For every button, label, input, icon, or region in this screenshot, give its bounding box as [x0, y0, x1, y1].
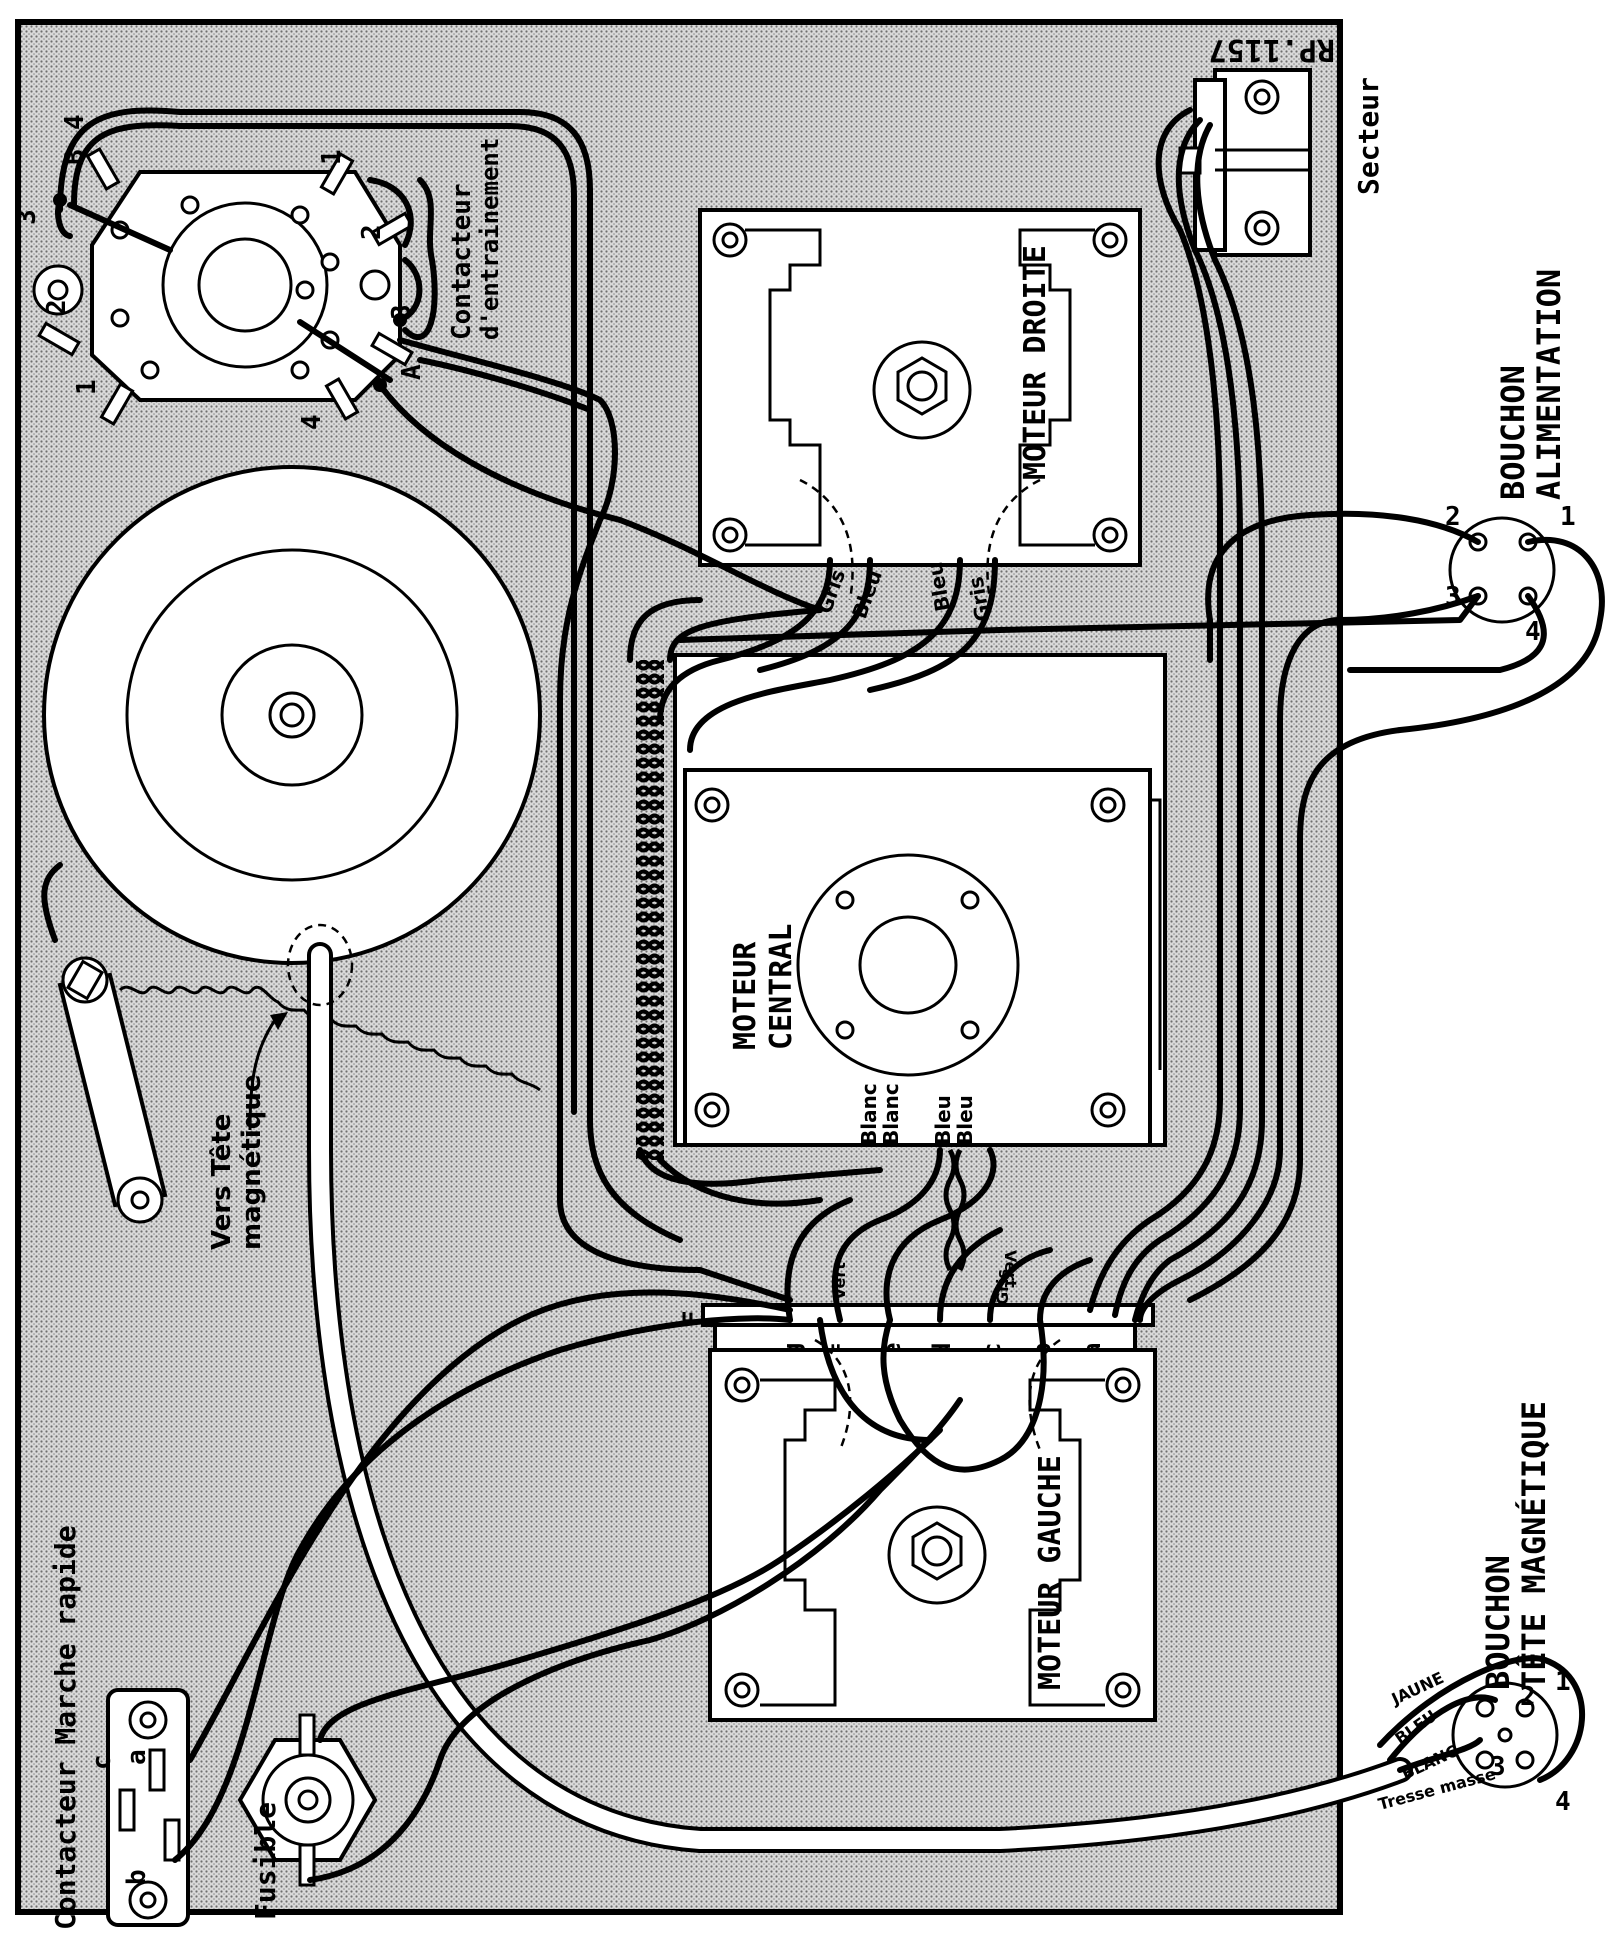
wire-vert-2: Vert — [1001, 1250, 1020, 1288]
bouchon-tete: 1 2 3 4 — [1451, 1667, 1571, 1817]
svg-text:3: 3 — [12, 209, 42, 225]
bouchon-alim-label-1: BOUCHON — [1494, 365, 1532, 500]
alim-pin-2: 2 — [1445, 502, 1461, 532]
wire-vert-1: Vert — [830, 1262, 849, 1300]
svg-text:A: A — [397, 364, 427, 380]
moteur-central — [673, 653, 1167, 1147]
svg-text:B: B — [60, 149, 90, 165]
svg-text:1: 1 — [317, 149, 347, 165]
moteur-gauche-label: MOTEUR GAUCHE — [1033, 1455, 1068, 1690]
fusible — [237, 1713, 378, 1887]
vers-tete-label-1: Vers Tête — [207, 1114, 237, 1250]
contacteur-entrainement-label-2: d'entrainement — [476, 138, 504, 340]
wire-blanc-2: Blanc — [879, 1083, 903, 1145]
reel — [42, 465, 542, 965]
moteur-droite-label: MOTEUR DROITE — [1018, 245, 1053, 480]
alim-pin-1: 1 — [1560, 502, 1576, 532]
secteur-label: Secteur — [1352, 77, 1385, 195]
moteur-droite — [698, 208, 1142, 601]
svg-text:3: 3 — [387, 304, 417, 320]
rapide-b: b — [122, 1869, 152, 1885]
stamp-label: RP.1157 — [1209, 32, 1335, 67]
wire-bleu-4: Bleu — [953, 1095, 977, 1145]
contacteur-entrainement-label-1: Contacteur — [447, 183, 477, 340]
bouchon-alimentation: 2 1 3 4 — [1445, 502, 1576, 647]
secteur-socket — [1178, 68, 1312, 257]
svg-text:4: 4 — [60, 114, 90, 130]
rapide-a: a — [122, 1749, 152, 1765]
moteur-central-label-2: CENTRAL — [764, 924, 799, 1050]
moteur-gauche — [708, 1338, 1157, 1722]
wire-bleu-3: Bleu — [931, 1095, 955, 1145]
svg-text:4: 4 — [297, 414, 327, 430]
moteur-central-label-1: MOTEUR — [728, 941, 763, 1050]
svg-text:1: 1 — [72, 379, 102, 395]
wire-jaune: JAUNE — [1388, 1668, 1447, 1709]
bouchon-alim-label-2: ALIMENTATION — [1530, 269, 1568, 500]
tete-pin-4: 4 — [1555, 1787, 1571, 1817]
wire-blanc-1: Blanc — [857, 1083, 881, 1145]
wire-gris-3: Gris — [993, 1269, 1012, 1305]
contacteur-entrainement — [32, 107, 683, 1243]
svg-text:2: 2 — [42, 299, 72, 315]
alim-pin-4: 4 — [1525, 617, 1541, 647]
contacteur-marche-rapide: a b c — [87, 1688, 190, 1927]
bouchon-tete-label-2: TÊTE MAGNÉTIQUE — [1515, 1401, 1553, 1690]
tete-pin-3: 3 — [1490, 1752, 1506, 1782]
fusible-label: Fusible — [249, 1802, 282, 1920]
rapide-c: c — [87, 1754, 117, 1770]
contacteur-rapide-label: Contacteur Marche rapide — [49, 1525, 82, 1930]
idler-arm — [41, 862, 168, 1224]
tete-pin-2: 2 — [1520, 1682, 1536, 1712]
svg-text:2: 2 — [357, 224, 387, 240]
